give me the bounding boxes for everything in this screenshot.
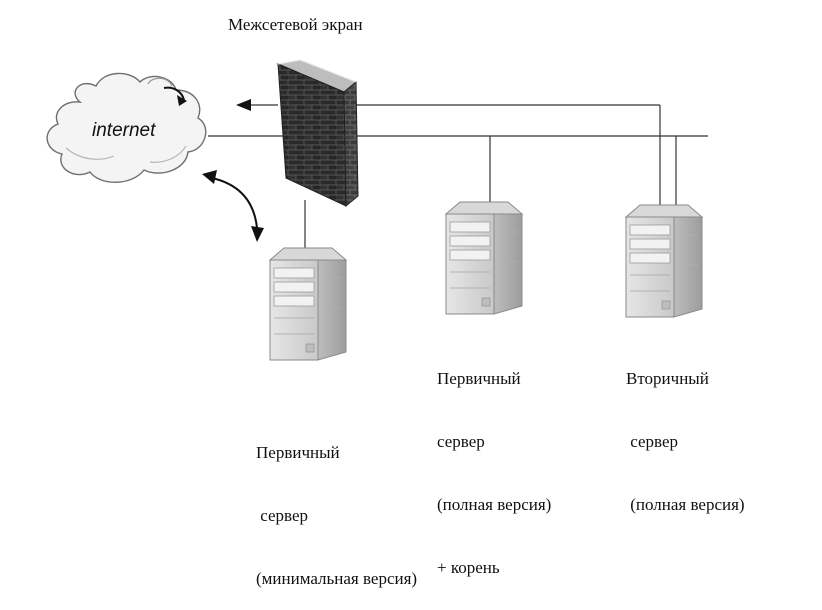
internet-label: internet — [92, 120, 156, 141]
curved-arrow — [202, 170, 264, 242]
server-minimal-label: Первичный сервер (минимальная версия) — [256, 400, 417, 610]
server-secondary-full-line: сервер — [626, 432, 679, 451]
server-secondary-full-line: Вторичный — [626, 369, 709, 388]
server-primary-full-label: Первичный сервер (полная версия) + корен… — [437, 326, 551, 599]
server-secondary-full-line: (полная версия) — [626, 495, 745, 514]
server-minimal-line: сервер — [256, 506, 309, 525]
server-primary-full-line: + корень — [437, 558, 500, 577]
server-primary-full-icon — [445, 201, 523, 315]
server-minimal-icon — [269, 247, 347, 361]
server-minimal-line: (минимальная версия) — [256, 569, 418, 588]
server-primary-full-line: (полная версия) — [437, 495, 552, 514]
server-minimal-line: Первичный — [256, 443, 340, 462]
server-secondary-full-icon — [625, 204, 703, 318]
firewall-icon — [276, 59, 359, 208]
arrow-to-internet — [236, 99, 251, 111]
server-primary-full-line: сервер — [437, 432, 485, 451]
firewall-label: Межсетевой экран — [228, 15, 363, 34]
server-primary-full-line: Первичный — [437, 369, 521, 388]
server-secondary-full-label: Вторичный сервер (полная версия) — [626, 326, 745, 536]
network-diagram — [46, 59, 708, 361]
internet-cloud — [46, 72, 207, 183]
